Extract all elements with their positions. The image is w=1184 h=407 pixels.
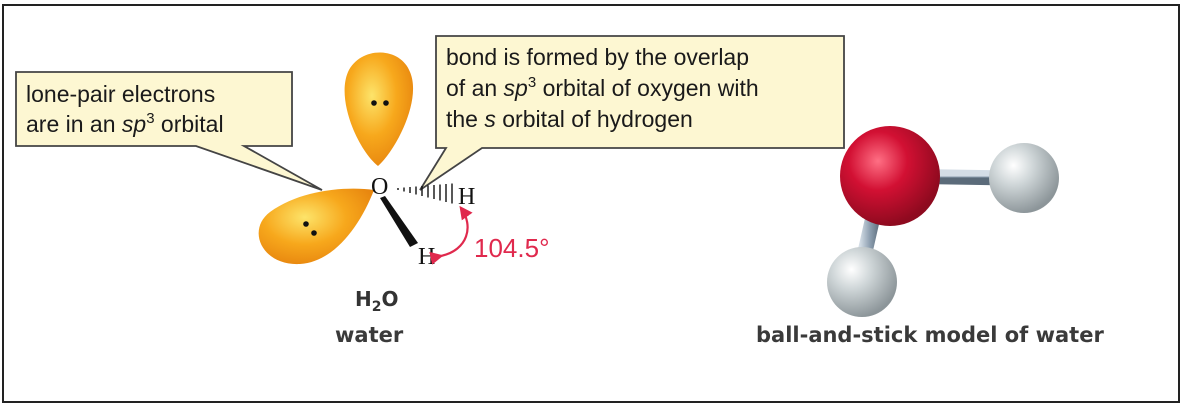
upper-lone-pair-orbital xyxy=(344,52,414,166)
electron-dot xyxy=(371,100,377,106)
electron-dot xyxy=(303,221,309,227)
water-caption: water xyxy=(335,323,404,347)
bond-angle-arrow xyxy=(429,205,473,265)
electron-dot xyxy=(311,230,317,236)
solid-wedge-bond xyxy=(380,196,418,247)
ball-and-stick-caption: ball-and-stick model of water xyxy=(756,323,1104,347)
electron-dot xyxy=(383,100,389,106)
ball-and-stick-model xyxy=(827,126,1059,317)
lower-hydrogen-label: H xyxy=(418,244,435,270)
bond-angle-label: 104.5° xyxy=(474,233,549,263)
bond-callout-line3: the s orbital of hydrogen xyxy=(446,106,693,132)
lower-lone-pair-orbital xyxy=(258,188,374,265)
bond-formation-callout: bond is formed by the overlap of an sp3 … xyxy=(419,35,845,191)
upper-hydrogen-ball xyxy=(989,143,1059,213)
bond-callout-line1: bond is formed by the overlap xyxy=(446,44,749,70)
water-formula: H2O xyxy=(355,287,399,315)
upper-hydrogen-label: H xyxy=(458,184,475,210)
lone-pair-callout-line2: are in an sp3 orbital xyxy=(26,110,224,137)
lower-hydrogen-ball xyxy=(827,247,897,317)
hashed-wedge-bond xyxy=(397,183,453,204)
oxygen-ball xyxy=(840,126,940,226)
oxygen-atom-label: O xyxy=(371,174,388,200)
lone-pair-callout: lone-pair electrons are in an sp3 orbita… xyxy=(15,71,323,191)
lone-pair-callout-line1: lone-pair electrons xyxy=(26,81,215,107)
bond-callout-line2: of an sp3 orbital of oxygen with xyxy=(446,74,759,101)
